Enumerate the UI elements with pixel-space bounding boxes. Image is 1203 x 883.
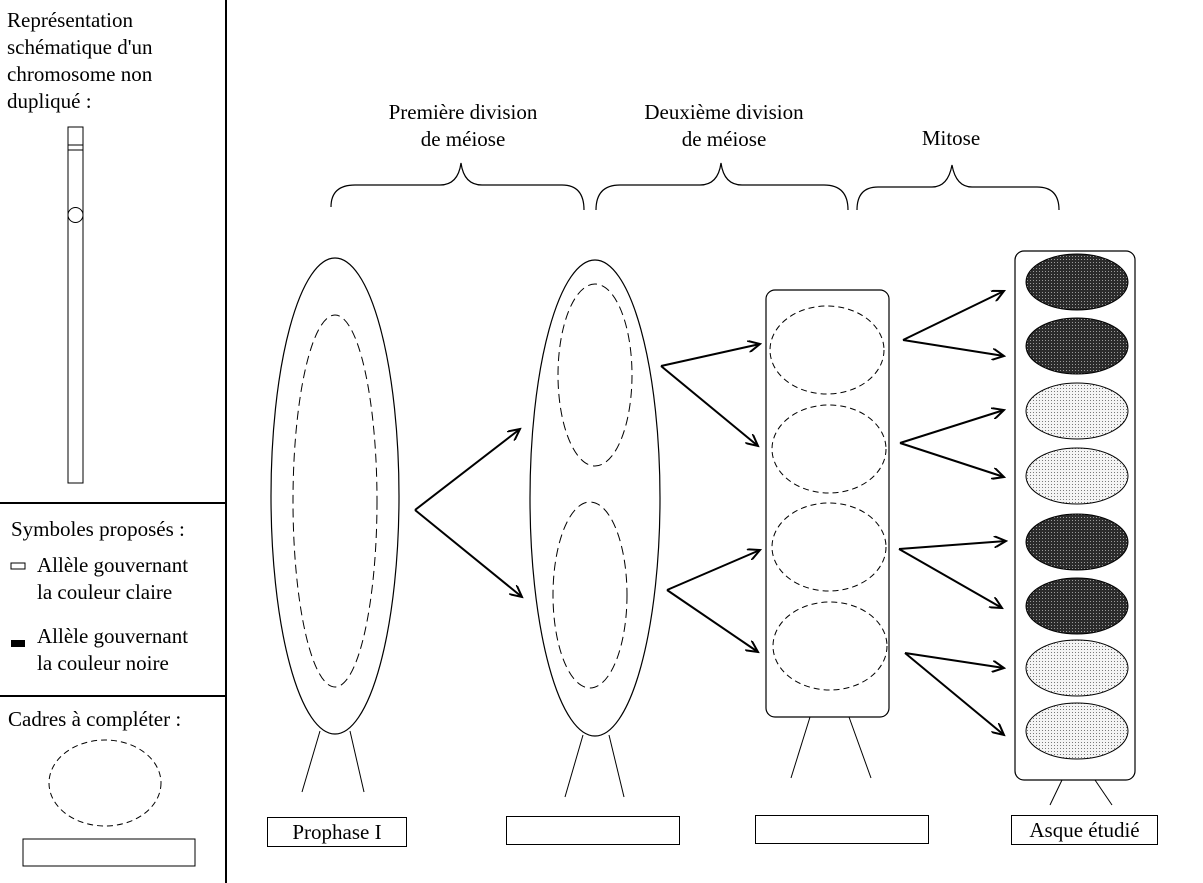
spore-dark — [1025, 577, 1129, 635]
spore-light — [1025, 382, 1129, 440]
example-dashed-frame — [48, 739, 162, 827]
chromosome-caption: Représentation schématique d'un chromoso… — [7, 7, 217, 115]
caption-line: Représentation — [7, 8, 133, 32]
arrow — [898, 548, 1002, 608]
arrow — [414, 509, 522, 597]
spore-light — [1025, 447, 1129, 505]
legend-line: Allèle gouvernant — [37, 553, 189, 577]
title-line: Deuxième division — [644, 100, 804, 124]
frames-title: Cadres à compléter : — [8, 707, 182, 731]
arrow — [902, 291, 1004, 341]
brace-mitosis — [856, 164, 1060, 211]
title-line: de méiose — [681, 127, 767, 151]
arrow — [660, 344, 760, 367]
label-box-meiosis-1[interactable] — [506, 816, 680, 845]
title-line: Première division — [388, 100, 538, 124]
spore-dark — [1025, 253, 1129, 311]
title-line: de méiose — [420, 127, 506, 151]
ascus — [1014, 250, 1136, 806]
arrow — [898, 541, 1006, 550]
arrow — [660, 365, 758, 446]
caption-line: chromosome non — [7, 62, 153, 86]
title-mitosis: Mitose — [921, 126, 981, 150]
legend-line: Allèle gouvernant — [37, 624, 189, 648]
legend-light-allele: Allèle gouvernant la couleur claire — [37, 552, 188, 606]
legend-dark-allele: Allèle gouvernant la couleur noire — [37, 623, 188, 677]
arrow — [899, 410, 1004, 444]
arrow — [904, 652, 1004, 735]
title-meiosis-1: Première division de méiose — [353, 99, 573, 153]
arrow — [414, 429, 520, 511]
label-ascus: Asque étudié — [1011, 815, 1158, 845]
example-empty-label-box — [22, 838, 196, 867]
arrow — [902, 339, 1004, 356]
dark-allele-symbol — [11, 640, 25, 647]
spore-dark — [1025, 513, 1129, 571]
brace-meiosis-1 — [330, 162, 585, 211]
light-allele-symbol — [10, 562, 26, 570]
legend-line: la couleur claire — [37, 580, 173, 604]
spore-light — [1025, 702, 1129, 760]
arrow — [666, 550, 760, 591]
spore-light — [1025, 639, 1129, 697]
meiosis-2-cell — [765, 289, 890, 779]
caption-line: dupliqué : — [7, 89, 92, 113]
label-box-meiosis-2[interactable] — [755, 815, 929, 844]
arrow — [904, 652, 1004, 668]
symbols-title: Symboles proposés : — [11, 517, 185, 541]
meiosis-1-cell — [529, 259, 661, 798]
caption-line: schématique d'un — [7, 35, 153, 59]
legend-line: la couleur noire — [37, 651, 169, 675]
arrow — [899, 442, 1004, 477]
arrow — [666, 589, 758, 652]
label-prophase: Prophase I — [267, 817, 407, 847]
title-meiosis-2: Deuxième division de méiose — [614, 99, 834, 153]
arrows — [414, 291, 1006, 735]
spore-dark — [1025, 317, 1129, 375]
brace-meiosis-2 — [595, 162, 849, 211]
prophase-cell — [270, 257, 400, 793]
chromosome-schematic — [67, 126, 84, 484]
